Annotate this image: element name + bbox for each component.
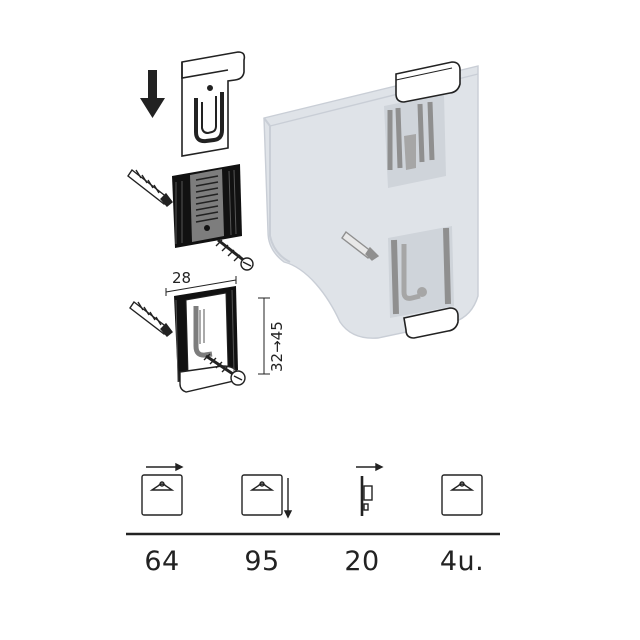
glass-bottom-clip bbox=[388, 226, 459, 339]
wall-plug-top bbox=[127, 168, 173, 207]
glass-top-clip bbox=[384, 61, 461, 188]
wall-bracket-bottom bbox=[174, 286, 239, 393]
spec-units-value: 4u. bbox=[439, 546, 485, 577]
glass-wall-plug bbox=[341, 230, 380, 261]
depth-arrow-icon bbox=[356, 462, 384, 516]
height-arrow-icon bbox=[241, 474, 293, 519]
spec-height-value: 95 bbox=[244, 546, 280, 577]
top-cover-clip bbox=[181, 51, 246, 157]
spec-width-value: 64 bbox=[144, 546, 180, 577]
width-label: 28 bbox=[172, 269, 191, 287]
height-range-label: 32→45 bbox=[268, 321, 286, 372]
wall-bracket-middle bbox=[172, 164, 242, 248]
width-arrow-icon bbox=[141, 462, 184, 516]
screw-middle bbox=[215, 238, 254, 271]
down-arrow-icon bbox=[140, 70, 165, 118]
wall-plug-bottom bbox=[129, 300, 173, 337]
screw-bottom bbox=[203, 353, 246, 386]
height-dimension bbox=[258, 297, 270, 375]
spec-depth-value: 20 bbox=[344, 546, 380, 577]
unit-count-icon bbox=[441, 474, 483, 516]
width-dimension bbox=[165, 276, 237, 296]
